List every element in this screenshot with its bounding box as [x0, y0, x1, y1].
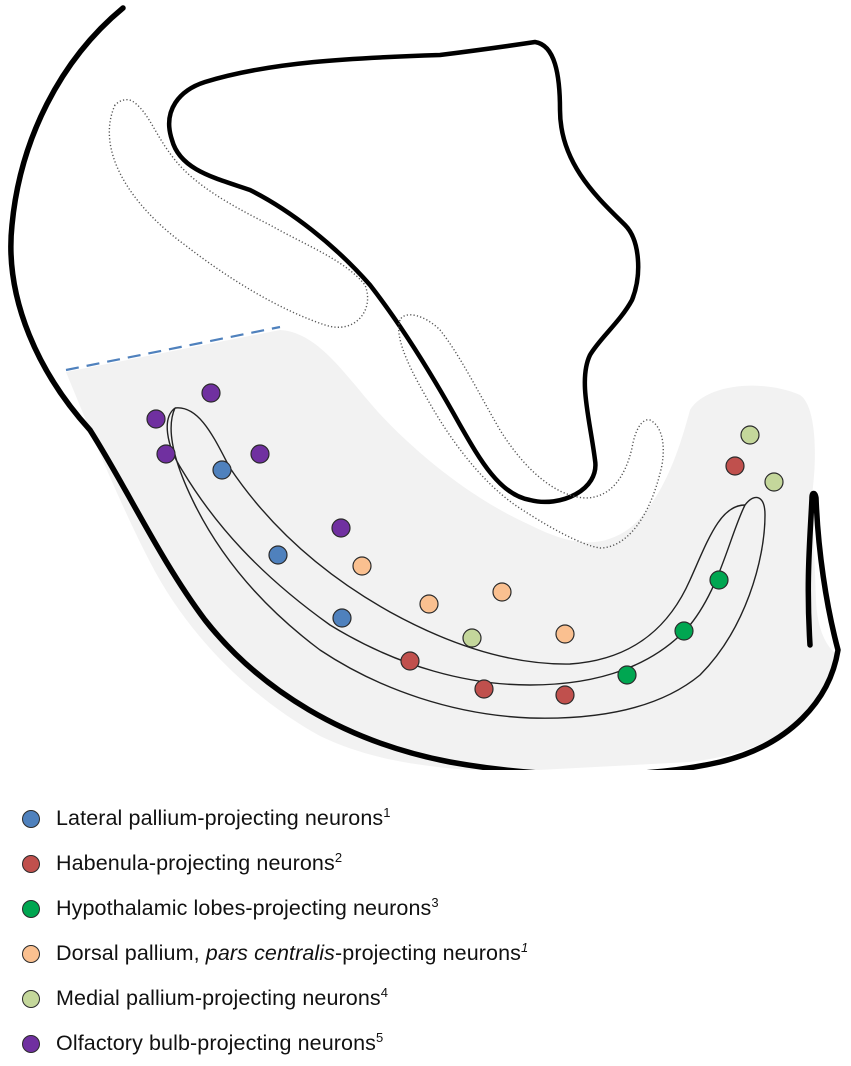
- legend-swatch-lateral: [22, 809, 40, 828]
- dotted-lower-contour: [398, 314, 664, 549]
- legend-swatch-medial: [22, 989, 40, 1008]
- neuron-dot-olfactory: [201, 383, 221, 403]
- neuron-dot-hypothalamic: [709, 570, 729, 590]
- neuron-dot-dorsal: [555, 624, 575, 644]
- inner-band-outline: [166, 407, 766, 719]
- legend-item-lateral: Lateral pallium-projecting neurons1: [22, 796, 528, 841]
- legend-item-dorsal: Dorsal pallium, pars centralis-projectin…: [22, 931, 528, 976]
- legend-swatch-habenula: [22, 854, 40, 873]
- dashed-boundary-line: [65, 325, 281, 372]
- neurons-layer: [146, 383, 784, 705]
- neuron-dot-lateral: [212, 460, 232, 480]
- legend-label-habenula: Habenula-projecting neurons2: [56, 849, 343, 875]
- neuron-dot-lateral: [332, 608, 352, 628]
- neuron-dot-medial: [764, 472, 784, 492]
- legend: Lateral pallium-projecting neurons1 Habe…: [22, 796, 528, 1066]
- neuron-dot-habenula: [555, 685, 575, 705]
- legend-label-hypothalamic: Hypothalamic lobes-projecting neurons3: [56, 894, 439, 920]
- neuron-dot-dorsal: [492, 582, 512, 602]
- neuron-dot-olfactory: [331, 518, 351, 538]
- legend-label-dorsal: Dorsal pallium, pars centralis-projectin…: [56, 939, 529, 965]
- neuron-dot-olfactory: [250, 444, 270, 464]
- legend-item-habenula: Habenula-projecting neurons2: [22, 841, 528, 886]
- neuron-dot-habenula: [474, 679, 494, 699]
- neuron-dot-dorsal: [419, 594, 439, 614]
- upper-lobe-outline: [166, 39, 641, 505]
- outer-outline: [8, 5, 841, 770]
- legend-item-medial: Medial pallium-projecting neurons4: [22, 976, 528, 1021]
- neuron-dot-olfactory: [156, 444, 176, 464]
- legend-swatch-dorsal: [22, 944, 40, 963]
- legend-item-hypothalamic: Hypothalamic lobes-projecting neurons3: [22, 886, 528, 931]
- dotted-upper-contour: [108, 98, 369, 328]
- neuron-dot-habenula: [725, 456, 745, 476]
- neuron-dot-dorsal: [352, 556, 372, 576]
- legend-swatch-hypothalamic: [22, 899, 40, 918]
- neuron-dot-medial: [462, 628, 482, 648]
- neuron-dot-olfactory: [146, 409, 166, 429]
- legend-label-lateral: Lateral pallium-projecting neurons1: [56, 804, 391, 830]
- shaded-region: [66, 330, 838, 770]
- neuron-dot-hypothalamic: [674, 621, 694, 641]
- legend-label-medial: Medial pallium-projecting neurons4: [56, 984, 389, 1010]
- neuron-dot-medial: [740, 425, 760, 445]
- brain-section-diagram: [8, 5, 841, 770]
- neuron-dot-lateral: [268, 545, 288, 565]
- neuron-dot-hypothalamic: [617, 665, 637, 685]
- neuron-dot-habenula: [400, 651, 420, 671]
